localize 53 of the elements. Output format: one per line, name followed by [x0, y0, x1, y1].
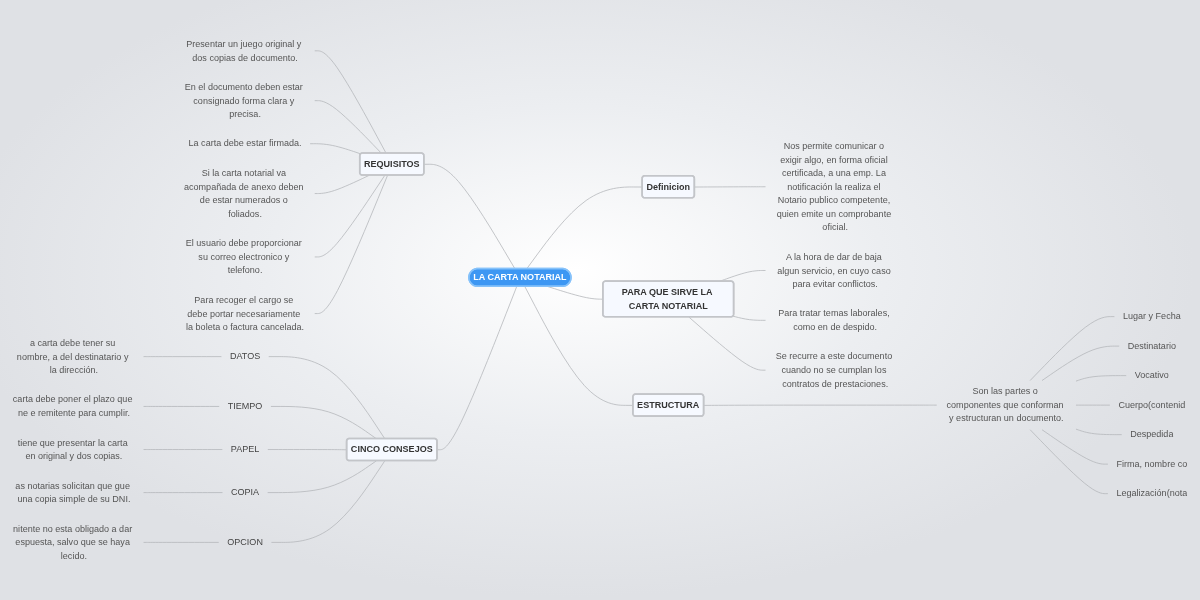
- node-text: carta debe poner el plazo que ne e remitente para cumplir.: [12, 394, 133, 419]
- node-text: El usuario debe proporcionar su correo electronico y telefono.: [185, 238, 302, 276]
- node-text: DATOS: [229, 351, 261, 362]
- node-text: A la hora de dar de baja algun servicio, en cuyo caso para evitar conflictos.: [777, 251, 891, 289]
- connector: [526, 186, 643, 270]
- connector: [1029, 316, 1115, 381]
- connector: [1075, 428, 1123, 436]
- node-text: tiene que presentar la carta en original y dos copias.: [17, 437, 128, 462]
- node-text: as notarias solicitan que gue una copia simple de su DNI.: [15, 480, 131, 505]
- connector: [314, 174, 388, 314]
- connector: [1041, 429, 1109, 465]
- node-text: Destinatario: [1127, 340, 1176, 352]
- connector: [271, 460, 386, 543]
- node-text: En el documento deben estar consignado forma clara y precisa.: [184, 81, 303, 120]
- connector: [314, 50, 387, 154]
- node-text: Si la carta notarial va acompañada de anexo deben de estar numerados o foliados.: [184, 168, 304, 219]
- node-text: Son las partes o componentes que conforman y estructuran un documento.: [946, 386, 1064, 424]
- connector: [314, 100, 382, 154]
- connector: [732, 315, 766, 321]
- node-text: TIEMPO: [227, 401, 263, 412]
- node-text: Para recoger el cargo se debe portar necesariamente la boleta o factura cancelada.: [186, 294, 305, 333]
- connector: [143, 356, 222, 357]
- connector: [267, 460, 377, 493]
- node-text: Legalización(nota: [1116, 488, 1188, 499]
- connector: [1041, 345, 1120, 381]
- connector: [1075, 375, 1127, 382]
- connector: [309, 143, 362, 155]
- connector: [688, 316, 766, 371]
- connector: [143, 492, 223, 493]
- node-text: Para tratar temas laborales, como en de despido.: [778, 308, 890, 333]
- connector: [1029, 429, 1109, 495]
- node-text: COPIA: [231, 487, 260, 498]
- node-text: Despedida: [1130, 429, 1174, 440]
- connector: [314, 174, 386, 258]
- node-text: Cuerpo(contenid: [1118, 399, 1186, 411]
- node-text: Lugar y Fecha: [1122, 311, 1181, 322]
- connector: [270, 406, 377, 440]
- connector: [143, 449, 223, 450]
- node-text: Firma, nombre co: [1116, 458, 1188, 470]
- node-text: nitente no esta obligado a dar espuesta, salvo que se haya lecido.: [13, 523, 133, 561]
- node-text: Se recurre a este documento cuando no se cumplan los contratos de prestaciones.: [775, 351, 893, 389]
- node-text: a carta debe tener su nombre, a del destinatario y la dirección.: [16, 337, 129, 376]
- connector: [143, 406, 220, 407]
- node-text: La carta debe estar firmada.: [188, 138, 302, 149]
- node-text: PAPEL: [230, 444, 260, 455]
- connector: [423, 163, 516, 270]
- connector: [268, 356, 386, 440]
- node-text: Presentar un juego original y dos copias de documento.: [186, 38, 302, 63]
- connector: [694, 186, 766, 188]
- node-text: Vocativo: [1134, 370, 1169, 381]
- node-text: OPCION: [227, 537, 263, 548]
- node-text: Nos permite comunicar o exigir algo, en forma oficial certificada, a una emp. La notificación la realiza el Notario publico competente, quien emite un comprobante oficial.: [776, 140, 892, 233]
- connector: [436, 286, 518, 451]
